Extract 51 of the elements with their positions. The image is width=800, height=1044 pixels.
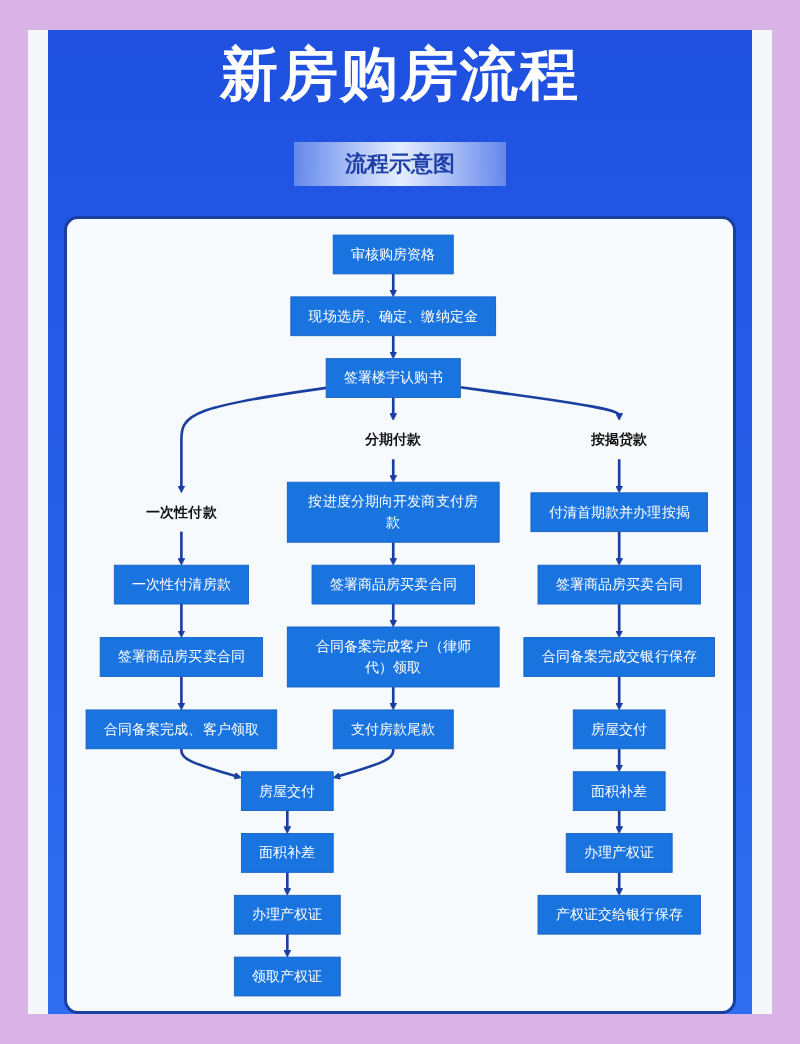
arrow xyxy=(389,458,397,483)
node-box xyxy=(572,770,666,811)
node-box xyxy=(233,894,341,935)
node-box xyxy=(311,564,475,604)
node-box xyxy=(523,636,715,677)
node-box xyxy=(530,491,708,532)
arrow xyxy=(389,397,397,421)
node-text: 分期付款 xyxy=(364,430,422,448)
arrow xyxy=(389,273,397,297)
arrow xyxy=(615,810,623,834)
arrow xyxy=(283,810,291,834)
arrow xyxy=(177,603,185,638)
arrow xyxy=(459,385,623,421)
arrow xyxy=(615,871,623,896)
node-box xyxy=(286,626,500,687)
title: 新房购房流程 xyxy=(218,39,581,110)
arrow xyxy=(332,748,395,780)
node-text: 一次性付款 xyxy=(145,502,217,520)
node-box xyxy=(572,709,666,749)
node-box xyxy=(286,481,500,543)
subtitle-banner: 流程示意图 xyxy=(294,142,506,186)
node-box xyxy=(85,709,277,749)
node-box xyxy=(240,832,334,873)
arrow xyxy=(389,686,397,710)
node-box xyxy=(290,295,496,336)
arrow xyxy=(389,541,397,566)
node-box xyxy=(99,636,263,677)
arrow xyxy=(389,335,397,359)
arrow xyxy=(615,531,623,566)
arrow xyxy=(177,675,185,710)
arrow xyxy=(283,871,291,896)
arrow xyxy=(177,386,327,493)
node-box xyxy=(325,357,461,398)
card-background: 审核购房资格 现场选房、确定、缴纳定金 签署楼宇认购书 一次性付款 分期付款 按揭贷款 一次性付清房款 签署商品房买卖合同 合同备案完成、客户领取 按进度分期向开发商支付房款 签署商品房买卖合同 合同备案完成客户（律师代）领取 支付房款尾款 房屋交付 面积补差 办理产权证 领取产权证 付清首期款并办理按揭 签署商品房买卖合同 合同备案完成交银行保存 房屋交付 面积补差 办理产权证 产权证交给银行保存 xyxy=(64,216,736,1014)
arrow xyxy=(177,531,185,566)
arrow xyxy=(179,748,242,780)
arrow xyxy=(615,458,623,493)
arrow xyxy=(615,675,623,710)
node-text: 按揭贷款 xyxy=(590,430,648,448)
arrow xyxy=(615,748,623,772)
arrow xyxy=(283,933,291,957)
arrow xyxy=(389,603,397,627)
node-box xyxy=(332,234,454,274)
node-box xyxy=(565,832,673,873)
node-box xyxy=(332,709,454,749)
node-box xyxy=(113,564,249,604)
node-box xyxy=(537,564,701,604)
node-box xyxy=(233,956,341,996)
node-box xyxy=(537,894,701,935)
arrow xyxy=(615,603,623,638)
node-box xyxy=(240,770,334,811)
